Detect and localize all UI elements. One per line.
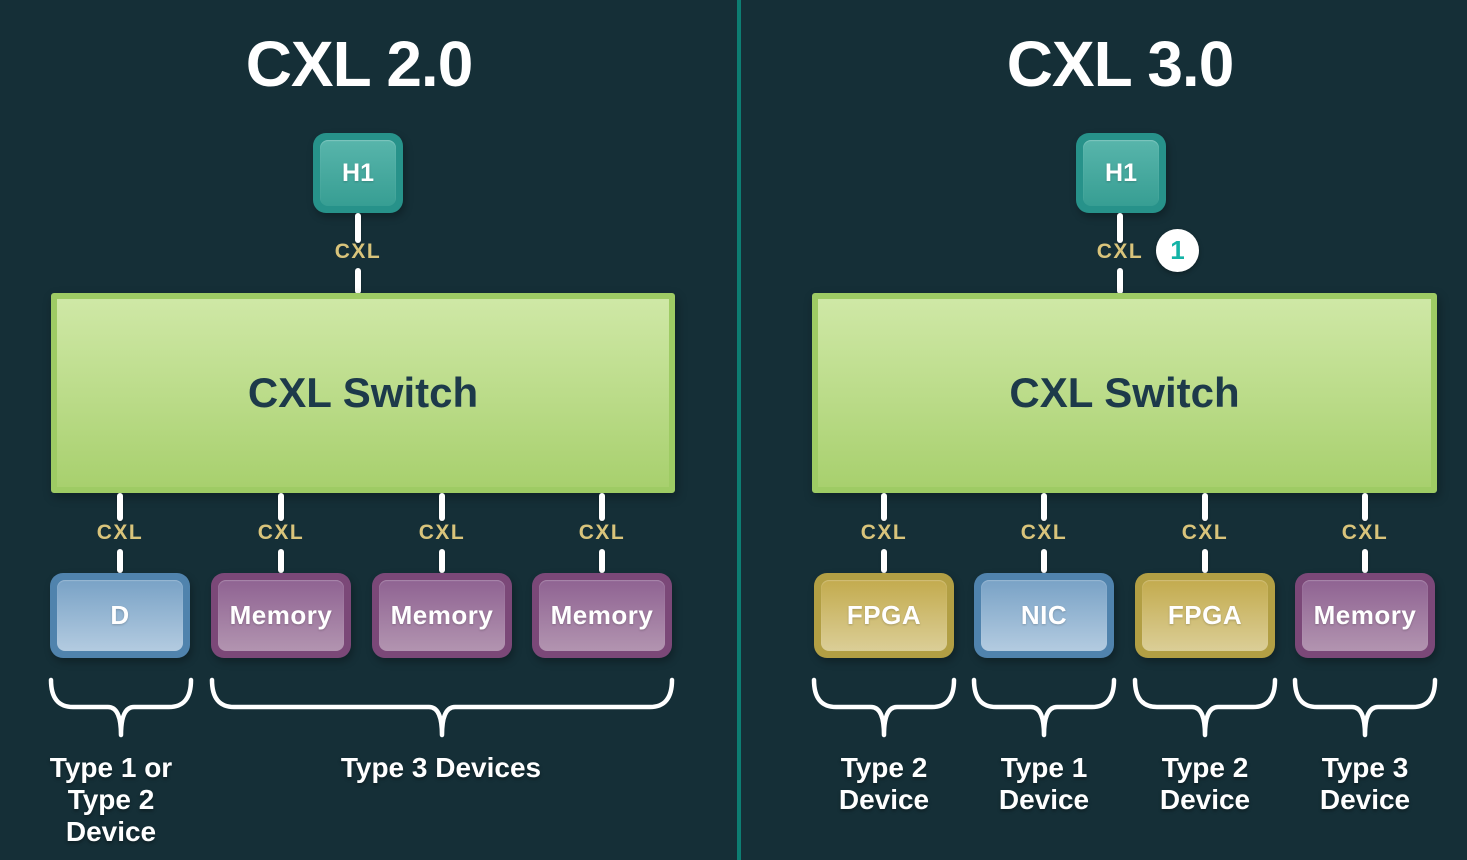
annotation-badge-1: 1 [1156, 229, 1199, 272]
device-link-label: CXL [257, 521, 305, 544]
group-label: Type 1 or Type 2 Device [31, 752, 191, 848]
host-label: H1 [1083, 140, 1159, 206]
device-node: FPGA [814, 573, 954, 658]
device-node: Memory [372, 573, 512, 658]
group-label-line: Type 1 [1000, 752, 1088, 783]
device-link-line-upper [599, 493, 605, 521]
group-label: Type 2 Device [804, 752, 964, 816]
group-brace [811, 677, 957, 738]
device-link-line-upper [1041, 493, 1047, 521]
panel-title-cxl-2-0: CXL 2.0 [245, 28, 474, 100]
panel-divider [737, 0, 741, 860]
device-label: D [57, 580, 183, 651]
host-link-label: CXL [334, 240, 382, 263]
group-label-line: Device [1159, 784, 1251, 815]
group-brace [48, 677, 194, 738]
host-link-line-lower [355, 268, 361, 294]
group-label-line: Type 2 [67, 784, 155, 815]
device-link-line-lower [599, 549, 605, 573]
cxl-switch-node: CXL Switch [812, 293, 1437, 493]
host-node: H1 [1076, 133, 1166, 213]
device-label: FPGA [821, 580, 947, 651]
device-link-line-lower [117, 549, 123, 573]
device-link-line-upper [117, 493, 123, 521]
group-brace [209, 677, 675, 738]
device-link-line-upper [1362, 493, 1368, 521]
host-node: H1 [313, 133, 403, 213]
device-link-line-upper [1202, 493, 1208, 521]
group-label-line: Type 1 or [49, 752, 173, 783]
device-link-line-lower [881, 549, 887, 573]
device-label: Memory [379, 580, 505, 651]
host-label: H1 [320, 140, 396, 206]
device-link-label: CXL [1341, 521, 1389, 544]
group-label: Type 2 Device [1125, 752, 1285, 816]
group-label-line: Type 3 [1321, 752, 1409, 783]
host-link-line-lower [1117, 268, 1123, 294]
device-link-line-upper [439, 493, 445, 521]
group-label-line: Device [838, 784, 930, 815]
device-link-label: CXL [578, 521, 626, 544]
device-link-line-upper [881, 493, 887, 521]
panel-title-cxl-3-0: CXL 3.0 [1006, 28, 1235, 100]
device-node: D [50, 573, 190, 658]
device-link-label: CXL [1020, 521, 1068, 544]
group-brace [1132, 677, 1278, 738]
group-label-line: Device [65, 816, 157, 847]
device-link-label: CXL [418, 521, 466, 544]
device-node: NIC [974, 573, 1114, 658]
device-label: Memory [1302, 580, 1428, 651]
group-label: Type 1 Device [964, 752, 1124, 816]
device-link-label: CXL [96, 521, 144, 544]
device-node: Memory [211, 573, 351, 658]
device-link-line-lower [1041, 549, 1047, 573]
device-node: FPGA [1135, 573, 1275, 658]
device-link-line-lower [278, 549, 284, 573]
group-label-line: Type 2 [840, 752, 928, 783]
device-label: Memory [218, 580, 344, 651]
group-brace [971, 677, 1117, 738]
device-label: Memory [539, 580, 665, 651]
device-link-line-lower [1362, 549, 1368, 573]
device-label: NIC [981, 580, 1107, 651]
host-link-line-upper [1117, 213, 1123, 243]
device-link-label: CXL [1181, 521, 1229, 544]
group-brace [1292, 677, 1438, 738]
group-label-line: Device [1319, 784, 1411, 815]
group-label: Type 3 Devices [291, 752, 591, 784]
device-link-line-upper [278, 493, 284, 521]
cxl-switch-node: CXL Switch [51, 293, 675, 493]
group-label-line: Device [998, 784, 1090, 815]
device-label: FPGA [1142, 580, 1268, 651]
device-link-line-lower [1202, 549, 1208, 573]
device-link-line-lower [439, 549, 445, 573]
device-node: Memory [532, 573, 672, 658]
group-label-line: Type 3 Devices [340, 752, 542, 783]
group-label: Type 3 Device [1285, 752, 1445, 816]
host-link-line-upper [355, 213, 361, 243]
group-label-line: Type 2 [1161, 752, 1249, 783]
device-link-label: CXL [860, 521, 908, 544]
host-link-label: CXL [1096, 240, 1144, 263]
device-node: Memory [1295, 573, 1435, 658]
